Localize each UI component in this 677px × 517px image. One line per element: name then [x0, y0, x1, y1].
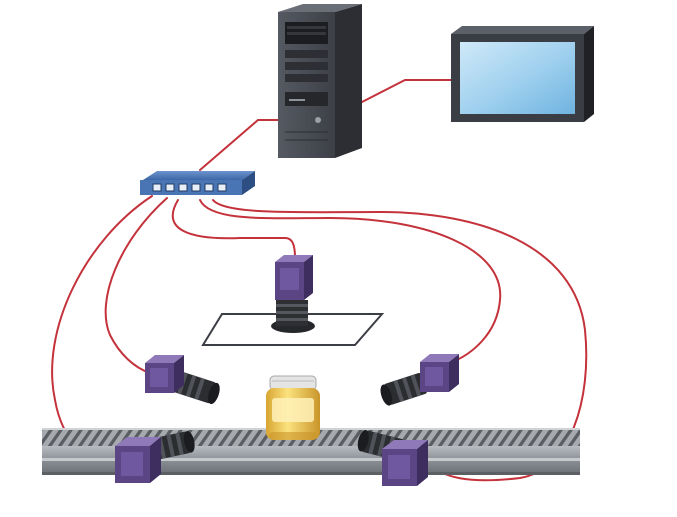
top-camera	[271, 255, 315, 333]
right-camera	[380, 354, 459, 406]
cable-switch-to-server	[199, 119, 281, 171]
left-camera	[145, 355, 220, 405]
cable-server-to-monitor	[361, 79, 453, 103]
cables	[51, 79, 588, 482]
monitor	[451, 26, 594, 122]
jar	[266, 375, 320, 440]
cable-switch-to-right-camera	[199, 199, 502, 363]
network-switch	[140, 171, 255, 195]
server-tower	[278, 4, 362, 158]
cable-switch-to-left-camera	[104, 197, 168, 374]
jar-lid	[269, 375, 317, 391]
cable-switch-to-belt-camera-left	[51, 195, 153, 467]
cable-switch-to-belt-camera-right	[212, 199, 588, 482]
cable-switch-to-top-camera	[171, 199, 296, 259]
switch-ports	[152, 183, 227, 192]
belt-camera-right	[357, 429, 428, 486]
jar-label	[272, 398, 314, 422]
monitor-screen	[460, 42, 575, 114]
belt-camera-left	[115, 431, 195, 483]
